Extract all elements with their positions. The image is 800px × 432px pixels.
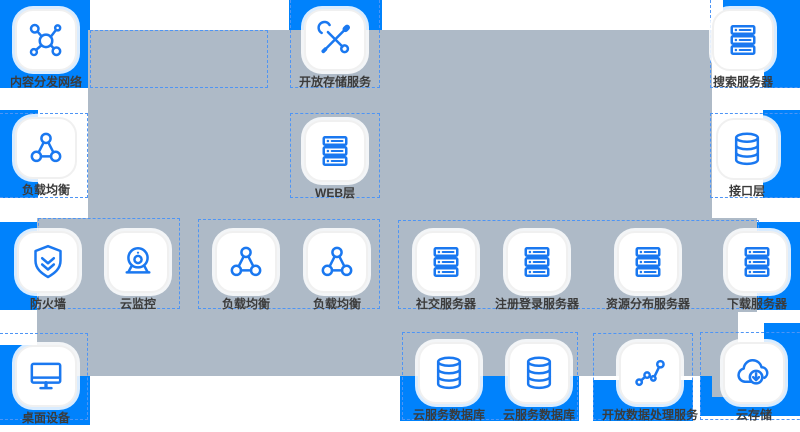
node-desktop: 桌面设备: [15, 345, 77, 425]
shield-icon: [34, 244, 62, 279]
node-slb1: 负载均衡: [215, 231, 277, 311]
node-label: 云存储: [735, 408, 773, 422]
node-label: 防火墙: [29, 297, 67, 311]
node-label: 资源分布服务器: [605, 297, 691, 311]
node-card-odps[interactable]: [619, 342, 681, 404]
node-label: 下载服务器: [726, 297, 788, 311]
node-resource: 资源分布服务器: [606, 231, 690, 311]
node-card-clouddb2[interactable]: [508, 342, 570, 404]
selection-box: [402, 332, 578, 420]
selection-box: [90, 30, 268, 88]
server-icon: [635, 247, 661, 277]
node-label: 负载均衡: [312, 297, 362, 311]
node-api: 接口层: [716, 118, 778, 198]
selection-box: [290, 0, 380, 88]
node-download: 下载服务器: [726, 231, 788, 311]
network-hub-icon: [29, 23, 62, 57]
node-card-cdn[interactable]: [15, 9, 77, 71]
node-card-resource[interactable]: [617, 231, 679, 293]
selection-box: [710, 0, 800, 88]
server-icon: [730, 25, 756, 55]
node-card-slb1[interactable]: [215, 231, 277, 293]
node-label: WEB层: [315, 186, 355, 200]
node-card-download[interactable]: [726, 231, 788, 293]
node-label: 开放存储服务: [298, 75, 372, 89]
node-card-cloudstorage[interactable]: [723, 342, 785, 404]
scatter-icon: [635, 359, 665, 387]
node-label: 搜索服务器: [712, 75, 774, 89]
node-label: 内容分发网络: [9, 75, 83, 89]
node-cloudstorage: 云存储: [723, 342, 785, 422]
node-card-web[interactable]: [304, 120, 366, 182]
node-label: 云监控: [119, 297, 157, 311]
node-card-register[interactable]: [506, 231, 568, 293]
node-oss: 开放存储服务: [299, 9, 371, 89]
cloud-download-icon: [737, 359, 769, 385]
node-firewall: 防火墙: [17, 231, 79, 311]
load-balancer-icon: [321, 246, 353, 277]
selection-box: [0, 333, 88, 420]
server-icon: [524, 247, 550, 277]
node-card-desktop[interactable]: [15, 345, 77, 407]
selection-box: [700, 332, 800, 420]
node-label: 云服务数据库: [412, 408, 486, 422]
node-label: 开放数据处理服务: [601, 408, 699, 422]
node-slb-left: 负载均衡: [15, 117, 77, 197]
node-odps: 开放数据处理服务: [602, 342, 698, 422]
selection-box: [198, 219, 380, 309]
server-icon: [433, 247, 459, 277]
node-card-slb-left[interactable]: [15, 117, 77, 179]
webcam-icon: [125, 246, 151, 274]
load-balancer-icon: [230, 246, 262, 277]
monitor-icon: [30, 362, 62, 390]
node-web: WEB层: [304, 120, 366, 200]
node-card-social[interactable]: [415, 231, 477, 293]
database-icon: [526, 356, 552, 390]
node-label: 桌面设备: [21, 411, 71, 425]
database-icon: [734, 132, 760, 166]
server-icon: [322, 136, 348, 166]
node-label: 负载均衡: [21, 183, 71, 197]
server-icon: [744, 247, 770, 277]
selection-box: [290, 113, 380, 198]
node-register: 注册登录服务器: [495, 231, 579, 311]
node-label: 社交服务器: [415, 297, 477, 311]
node-card-monitor[interactable]: [107, 231, 169, 293]
node-clouddb1: 云服务数据库: [413, 342, 485, 422]
load-balancer-icon: [30, 132, 62, 163]
node-card-oss[interactable]: [304, 9, 366, 71]
selection-box: [710, 113, 800, 198]
node-label: 负载均衡: [221, 297, 271, 311]
node-card-slb2[interactable]: [306, 231, 368, 293]
node-label: 云服务数据库: [502, 408, 576, 422]
tools-icon: [317, 20, 350, 54]
selection-box: [0, 113, 88, 198]
node-card-firewall[interactable]: [17, 231, 79, 293]
selection-box: [593, 333, 693, 420]
node-card-api[interactable]: [716, 118, 778, 180]
node-label: 接口层: [728, 184, 766, 198]
node-slb2: 负载均衡: [306, 231, 368, 311]
node-search: 搜索服务器: [712, 9, 774, 89]
node-social: 社交服务器: [415, 231, 477, 311]
node-monitor: 云监控: [107, 231, 169, 311]
node-card-clouddb1[interactable]: [418, 342, 480, 404]
database-icon: [436, 356, 462, 390]
node-label: 注册登录服务器: [494, 297, 580, 311]
node-cdn: 内容分发网络: [10, 9, 82, 89]
node-card-search[interactable]: [712, 9, 774, 71]
node-clouddb2: 云服务数据库: [503, 342, 575, 422]
